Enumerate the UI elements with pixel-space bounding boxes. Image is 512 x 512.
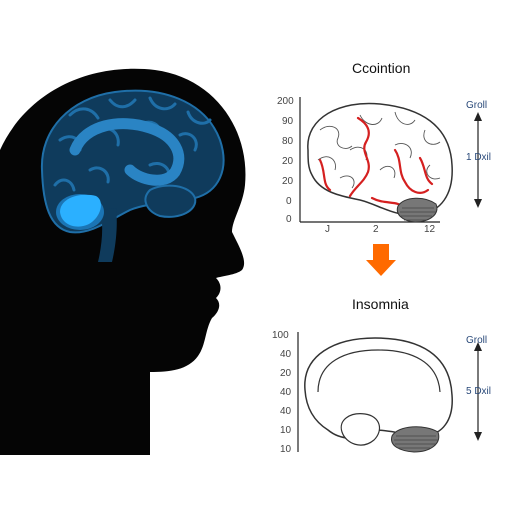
top-y-tick: 90 bbox=[282, 116, 294, 127]
top-panel-title: Ccointion bbox=[352, 60, 411, 76]
top-side-label-top: Groll bbox=[466, 100, 488, 111]
brain-stem bbox=[98, 208, 117, 262]
bottom-cerebellum bbox=[391, 426, 440, 453]
bottom-y-tick: 40 bbox=[280, 406, 292, 417]
top-brain-vessels bbox=[318, 116, 434, 210]
bottom-side-label-mid: 5 Dxil bbox=[466, 386, 492, 397]
top-cerebellum-lines bbox=[400, 207, 436, 221]
brain-cerebellum bbox=[144, 184, 197, 218]
bottom-scale-arrow-up bbox=[474, 342, 482, 351]
bottom-y-tick: 40 bbox=[280, 387, 292, 398]
top-side-label-mid: 1 Dxil bbox=[466, 152, 492, 163]
brain-inner-arch bbox=[69, 118, 185, 186]
top-y-tick: 0 bbox=[286, 196, 292, 207]
brain-folds bbox=[53, 96, 212, 192]
bottom-side-label-top: Groll bbox=[466, 335, 488, 346]
bottom-y-tick: 10 bbox=[280, 425, 292, 436]
bottom-y-tick: 10 bbox=[280, 444, 292, 455]
top-x-tick: J bbox=[325, 224, 330, 235]
bottom-y-tick: 40 bbox=[280, 349, 292, 360]
top-y-tick: 200 bbox=[277, 96, 294, 107]
top-scale-arrow-down bbox=[474, 199, 482, 208]
top-y-tick: 0 bbox=[286, 214, 292, 225]
top-x-tick: 12 bbox=[424, 224, 436, 235]
bottom-brain-temporal bbox=[340, 413, 381, 446]
top-scale-arrow-up bbox=[474, 112, 482, 121]
top-y-tick: 20 bbox=[282, 156, 294, 167]
highlight-region bbox=[60, 194, 101, 227]
bottom-panel-title: Insomnia bbox=[352, 296, 409, 312]
bottom-scale-arrow-down bbox=[474, 432, 482, 441]
top-y-tick: 20 bbox=[282, 176, 294, 187]
bottom-cerebellum-lines bbox=[394, 435, 438, 449]
bottom-y-tick: 20 bbox=[280, 368, 292, 379]
bottom-y-tick: 100 bbox=[272, 330, 289, 341]
bottom-brain-inner bbox=[317, 349, 441, 393]
top-x-tick: 2 bbox=[373, 224, 379, 235]
top-y-tick: 80 bbox=[282, 136, 294, 147]
